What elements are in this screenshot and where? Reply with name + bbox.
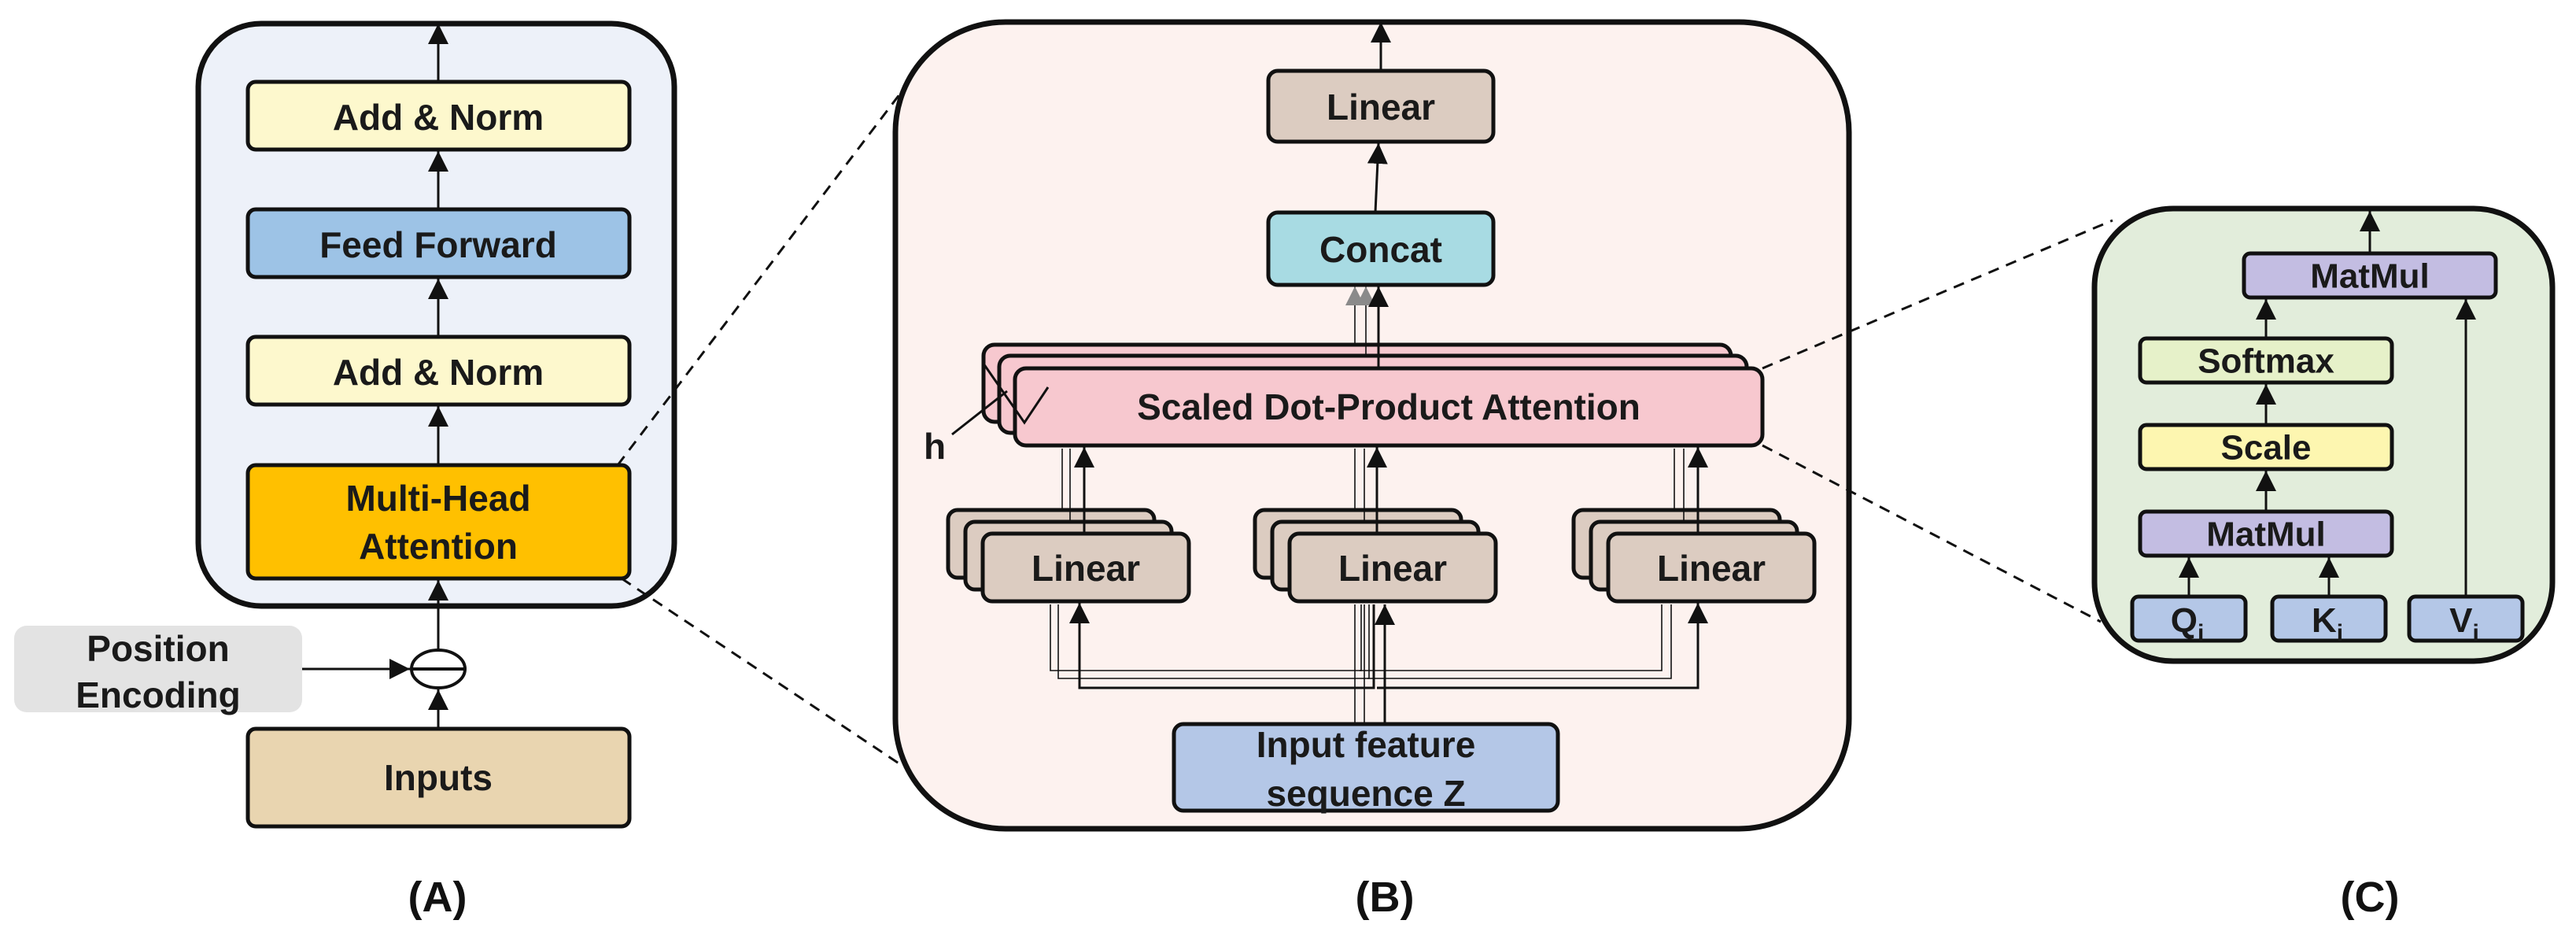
zoom-line-a-b-top	[616, 76, 914, 466]
linear-left-box	[980, 531, 1191, 604]
panel-c: MatMul Softmax Scale MatMul Qi Ki Vi (C)	[2091, 205, 2556, 921]
add-circle-icon	[410, 649, 467, 689]
panel-a: Add & Norm Feed Forward Add & Norm Multi…	[14, 20, 677, 921]
arrow-concat-to-linear	[1367, 142, 1388, 213]
head-count-bracket	[951, 363, 1050, 436]
linear-right-box	[1606, 531, 1817, 604]
linear-middle-label: Linear	[1338, 548, 1447, 589]
feed-forward-label: Feed Forward	[319, 224, 557, 265]
linear-top-label: Linear	[1327, 87, 1435, 128]
multi-head-line1: Multi-Head	[345, 478, 530, 519]
scaled-attention-label: Scaled Dot-Product Attention	[1137, 386, 1640, 427]
position-encoding-line1: Position	[87, 628, 229, 669]
softmax-label: Softmax	[2198, 342, 2334, 381]
concat-label: Concat	[1319, 229, 1442, 270]
scaled-attention-box	[1013, 366, 1765, 448]
zoom-line-a-b-bottom	[621, 577, 929, 785]
linear-right-label: Linear	[1657, 548, 1766, 589]
k-label: Ki	[2312, 601, 2343, 646]
position-encoding-box	[14, 626, 302, 712]
v-label: Vi	[2449, 601, 2479, 646]
panel-b: Linear Concat Scaled Dot-Product Attenti…	[892, 19, 1852, 921]
caption-b: (B)	[1356, 874, 1415, 921]
input-feature-line2: sequence Z	[1266, 773, 1465, 814]
add-norm-top-label: Add & Norm	[333, 97, 544, 138]
matmul-bottom-label: MatMul	[2206, 516, 2326, 554]
zoom-line-b-c-bottom	[1762, 444, 2102, 623]
inputs-label: Inputs	[384, 757, 493, 798]
input-routing-wires	[1050, 603, 1708, 722]
q-label: Qi	[2171, 601, 2205, 646]
input-feature-line1: Input feature	[1257, 724, 1476, 765]
add-norm-bottom-label: Add & Norm	[333, 352, 544, 393]
concat-box	[1266, 210, 1496, 287]
zoom-line-b-c-top	[1762, 219, 2113, 370]
multi-head-line2: Attention	[359, 526, 518, 567]
matmul-top-label: MatMul	[2310, 257, 2430, 296]
linear-left-label: Linear	[1032, 548, 1140, 589]
head-count-label: h	[924, 426, 946, 467]
scale-label: Scale	[2221, 429, 2312, 468]
linear-middle-box	[1287, 531, 1498, 604]
caption-a: (A)	[408, 874, 467, 921]
caption-c: (C)	[2341, 874, 2400, 921]
inputs-box	[245, 726, 632, 829]
input-feature-box	[1172, 722, 1560, 813]
position-encoding-line2: Encoding	[76, 674, 241, 715]
